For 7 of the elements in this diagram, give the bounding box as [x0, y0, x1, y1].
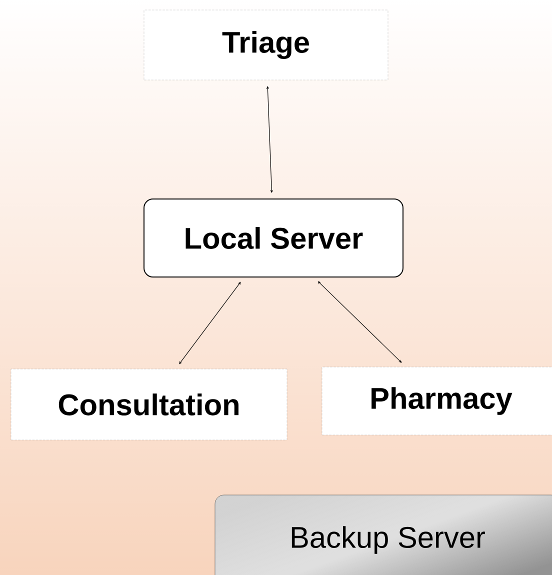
process-box: Triage: [144, 10, 388, 80]
arrow: [318, 281, 402, 363]
server-box: Local Server: [144, 198, 404, 278]
process-box: Pharmacy: [322, 366, 552, 436]
server-box: Backup Server: [214, 494, 552, 575]
arrow: [266, 86, 274, 193]
process-box: Consultation: [10, 368, 288, 440]
